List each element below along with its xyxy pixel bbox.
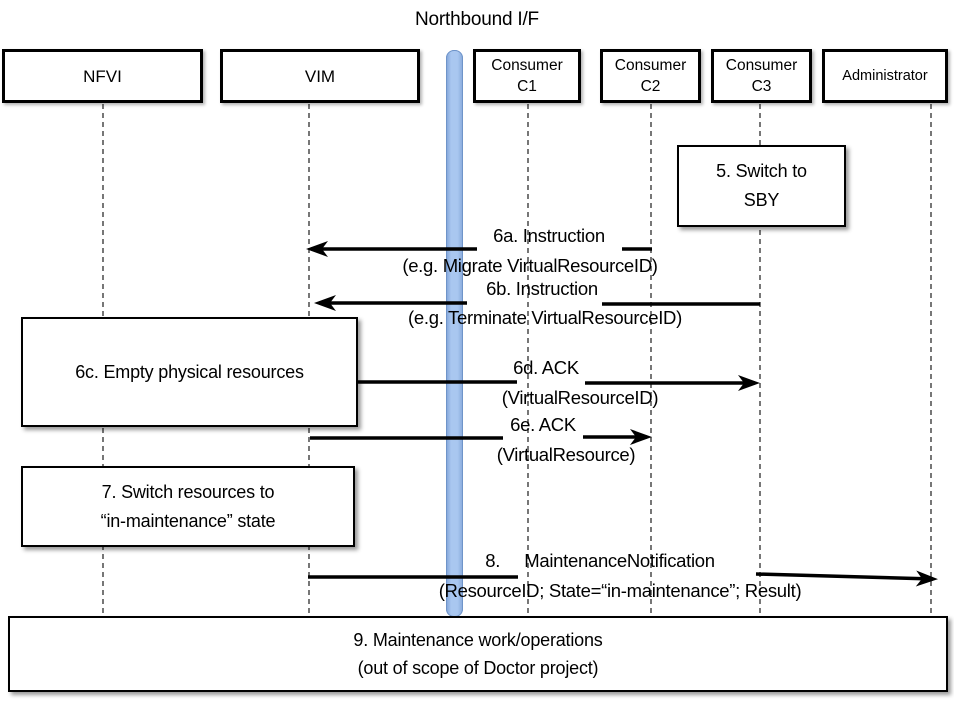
process-box-6c-empty-physical-resources: 6c. Empty physical resources	[21, 317, 358, 427]
message-label-6b: 6b. Instruction	[486, 278, 598, 299]
message-detail-6d: (VirtualResourceID)	[501, 387, 659, 408]
actor-box-administrator: Administrator	[822, 49, 948, 103]
message-detail-6b: (e.g. Terminate VirtualResourceID)	[408, 307, 682, 328]
actor-label: NFVI	[83, 66, 122, 86]
northbound-lifeline-bar	[446, 50, 463, 617]
message-arrow-8	[755, 570, 938, 587]
process-box-line: 5. Switch to	[716, 161, 807, 181]
process-box-line: 9. Maintenance work/operations	[353, 630, 603, 650]
message-detail-6e: (VirtualResource)	[496, 444, 636, 465]
actor-label: C2	[640, 78, 661, 95]
actor-box-vim: VIM	[220, 49, 420, 103]
actor-label: VIM	[304, 66, 336, 86]
process-box-line: 6c. Empty physical resources	[75, 361, 304, 382]
actor-label: C1	[517, 78, 537, 95]
process-box-line: (out of scope of Doctor project)	[357, 658, 599, 678]
actor-label: Consumer	[614, 57, 687, 74]
page-title: Northbound I/F	[415, 9, 539, 30]
message-label-6d: 6d. ACK	[513, 357, 579, 378]
actor-label: Administrator	[842, 67, 928, 84]
process-box-7-switch-resources: 7. Switch resources to “in-maintenance” …	[21, 466, 355, 547]
process-box-line: SBY	[743, 190, 780, 210]
actor-label: C3	[751, 78, 772, 95]
message-detail-6a: (e.g. Migrate VirtualResourceID)	[402, 255, 658, 276]
actor-box-consumer-c2: Consumer C2	[600, 49, 701, 103]
message-detail-8: (ResourceID; State=“in-maintenance”; Res…	[438, 580, 802, 601]
actor-box-consumer-c3: Consumer C3	[711, 49, 812, 103]
actor-box-consumer-c1: Consumer C1	[473, 49, 581, 103]
actor-label: Consumer	[725, 57, 798, 74]
message-label-6e: 6e. ACK	[510, 414, 576, 435]
message-label-6a: 6a. Instruction	[493, 225, 605, 246]
actor-label: Consumer	[491, 57, 563, 74]
message-label-8: 8. MaintenanceNotification	[485, 550, 715, 571]
process-box-line: “in-maintenance” state	[100, 510, 276, 531]
actor-box-nfvi: NFVI	[2, 49, 203, 103]
process-box-5-switch-to-sby: 5. Switch to SBY	[677, 145, 846, 227]
process-box-line: 7. Switch resources to	[101, 481, 275, 502]
process-box-9-maintenance-work: 9. Maintenance work/operations (out of s…	[8, 616, 948, 692]
